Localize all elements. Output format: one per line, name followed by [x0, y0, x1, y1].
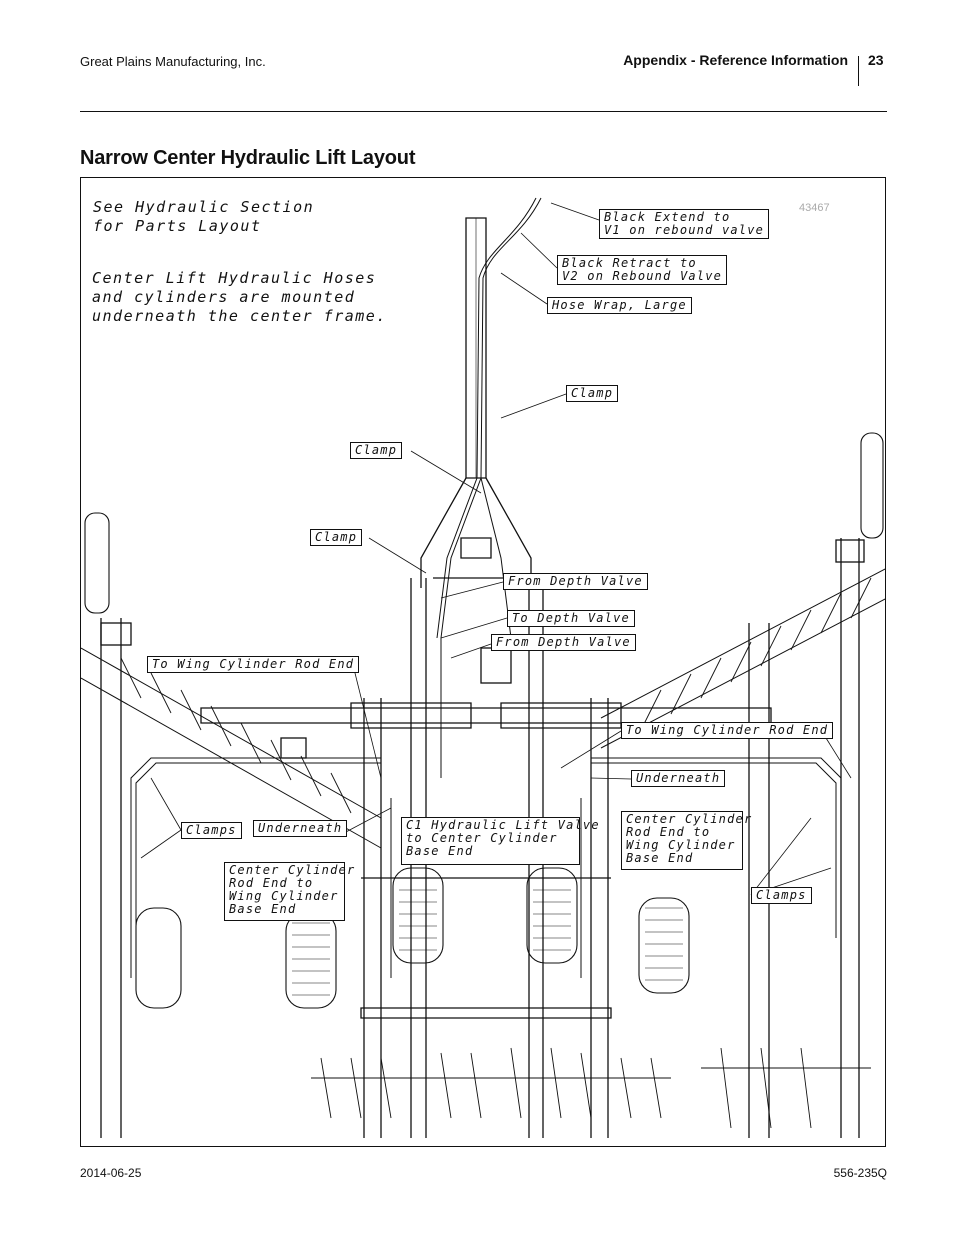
- callout-clamps-right: Clamps: [751, 887, 812, 904]
- footer-date: 2014-06-25: [80, 1166, 142, 1180]
- header-company: Great Plains Manufacturing, Inc.: [80, 54, 266, 69]
- callout-center-cylinder-left: Center Cylinder Rod End to Wing Cylinder…: [224, 862, 354, 921]
- callout-to-wing-rod-right: To Wing Cylinder Rod End: [621, 722, 834, 739]
- callout-clamp-mid: Clamp: [350, 442, 403, 459]
- callout-black-extend: Black Extend to V1 on rebound valve: [599, 209, 770, 239]
- note-parts-layout: See Hydraulic Section for Parts Layout: [93, 198, 315, 235]
- note-center-lift: Center Lift Hydraulic Hoses and cylinder…: [92, 269, 387, 325]
- callout-underneath-right: Underneath: [631, 770, 726, 787]
- callout-clamps-left: Clamps: [181, 822, 242, 839]
- callout-clamp-low: Clamp: [310, 529, 363, 546]
- callout-underneath-left: Underneath: [253, 820, 348, 837]
- figure-number: 43467: [799, 202, 830, 214]
- figure-frame: 43467 See Hydraulic Section for Parts La…: [80, 177, 886, 1147]
- header-divider: [858, 56, 859, 86]
- header-section: Appendix - Reference Information: [623, 52, 848, 68]
- callout-c1-lift-valve: C1 Hydraulic Lift Valve to Center Cylind…: [401, 817, 599, 865]
- callout-to-wing-rod-left: To Wing Cylinder Rod End: [147, 656, 360, 673]
- callout-hose-wrap: Hose Wrap, Large: [547, 297, 692, 314]
- footer-doc-number: 556-235Q: [833, 1166, 887, 1180]
- callout-from-depth-valve-1: From Depth Valve: [503, 573, 648, 590]
- header-rule: [80, 111, 887, 112]
- page-number: 23: [868, 52, 884, 68]
- page-title: Narrow Center Hydraulic Lift Layout: [80, 147, 416, 169]
- callout-to-depth-valve: To Depth Valve: [507, 610, 635, 627]
- callout-center-cylinder-right: Center Cylinder Rod End to Wing Cylinder…: [621, 811, 751, 870]
- callout-black-retract: Black Retract to V2 on Rebound Valve: [557, 255, 728, 285]
- callout-from-depth-valve-2: From Depth Valve: [491, 634, 636, 651]
- callout-clamp-top: Clamp: [566, 385, 619, 402]
